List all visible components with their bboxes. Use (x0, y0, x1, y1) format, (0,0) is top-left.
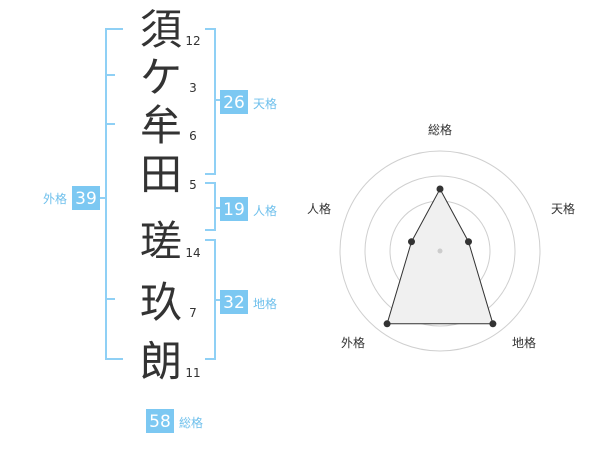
chikaku-label: 地格 (253, 296, 277, 311)
radar-center-dot (437, 248, 443, 254)
stroke-count: 11 (185, 366, 200, 380)
gaikaku-label: 外格 (43, 191, 67, 206)
radar-point (465, 238, 472, 246)
gaikaku-bracket (98, 28, 123, 360)
radar-ring (339, 150, 541, 352)
radar-ring (364, 175, 516, 327)
soukaku-value: 58 (149, 412, 171, 432)
tenkaku-bracket (205, 28, 220, 175)
brackets (98, 28, 220, 360)
radar-axis-label: 天格 (551, 201, 575, 216)
gaikaku-badge: 39 外格 (43, 186, 100, 210)
chikaku-value: 32 (223, 293, 245, 313)
radar-point (489, 320, 497, 328)
gaikaku-value: 39 (75, 189, 97, 209)
radar-chart: 総格 天格 地格 外格 人格 (307, 122, 575, 352)
name-char: 玖 (140, 278, 182, 327)
radar-point (436, 185, 444, 193)
soukaku-badge: 58 総格 (146, 409, 203, 433)
radar-points (383, 185, 497, 328)
radar-axis-label: 地格 (512, 335, 536, 350)
stroke-count: 6 (189, 129, 197, 143)
name-char: 朗 (140, 337, 182, 386)
name-char: 瑳 (140, 217, 182, 266)
radar-point (408, 238, 415, 246)
radar-axis-label: 総格 (428, 122, 452, 137)
radar-point (383, 320, 391, 328)
name-char: 須 (140, 5, 182, 54)
name-char: 牟 (140, 101, 182, 150)
stroke-count: 5 (189, 178, 197, 192)
name-column: 須 12 ケ 3 牟 6 田 5 瑳 14 玖 7 朗 11 (140, 5, 201, 386)
jinkaku-badge: 19 人格 (220, 197, 277, 221)
chikaku-badge: 32 地格 (220, 290, 277, 314)
stroke-count: 14 (185, 246, 200, 260)
name-char: 田 (140, 150, 182, 199)
jinkaku-bracket (205, 182, 220, 231)
chikaku-bracket (205, 239, 220, 360)
name-char: ケ (140, 53, 182, 102)
radar-series-polygon (386, 187, 494, 325)
stroke-count: 7 (189, 306, 197, 320)
stroke-count: 3 (189, 81, 197, 95)
tenkaku-label: 天格 (253, 96, 277, 111)
soukaku-label: 総格 (179, 415, 203, 430)
jinkaku-label: 人格 (253, 203, 277, 218)
tenkaku-badge: 26 天格 (220, 90, 277, 114)
radar-axis-label: 外格 (341, 335, 365, 350)
jinkaku-value: 19 (223, 200, 245, 220)
tenkaku-value: 26 (223, 93, 245, 113)
radar-axis-label: 人格 (307, 201, 331, 216)
stroke-count: 12 (185, 34, 200, 48)
